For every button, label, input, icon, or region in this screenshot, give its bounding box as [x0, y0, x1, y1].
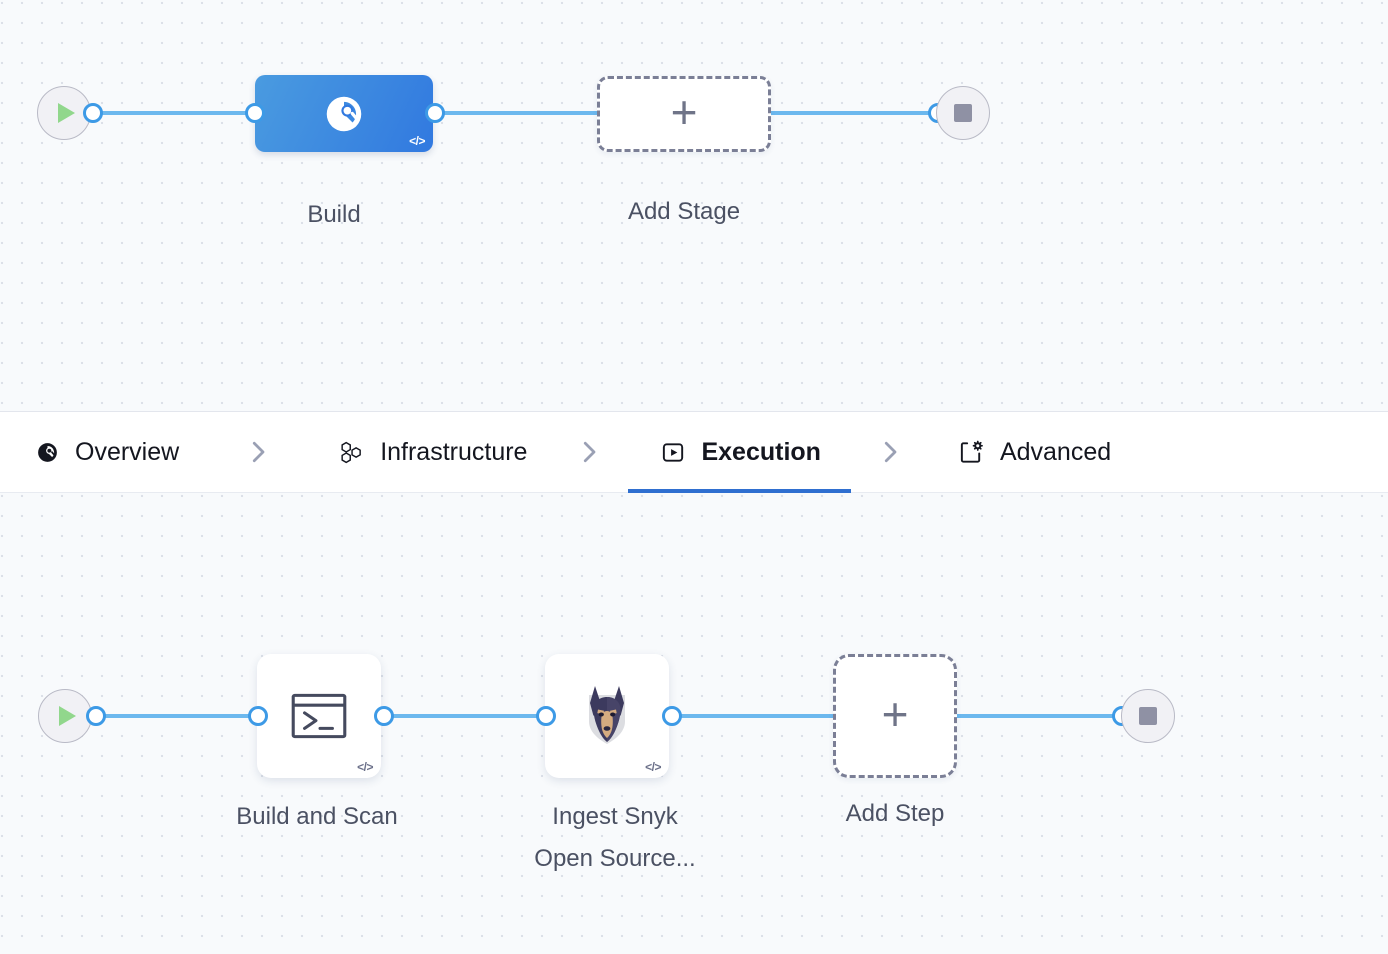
step-node-build-and-scan[interactable]: </> [257, 654, 381, 778]
step-canvas[interactable]: </> Build and Scan [0, 493, 1388, 954]
add-step-label: Add Step [845, 800, 945, 827]
hexagons-icon [337, 437, 367, 467]
play-box-icon [658, 437, 688, 467]
stage-start-node[interactable] [37, 86, 91, 140]
terminal-icon [291, 693, 347, 739]
play-icon [59, 706, 76, 726]
add-step-node[interactable]: + [833, 654, 957, 778]
step-label-ingest-snyk: Ingest Snyk Open Source... [534, 803, 696, 872]
tab-infrastructure[interactable]: Infrastructure [337, 411, 527, 493]
stage-build-output-port[interactable] [425, 103, 445, 123]
tab-execution[interactable]: Execution [628, 411, 852, 493]
tab-infrastructure-label: Infrastructure [380, 437, 528, 466]
build-gauge-icon [326, 96, 362, 131]
tab-advanced[interactable]: Advanced [957, 411, 1111, 493]
play-icon [58, 103, 75, 123]
gear-frame-icon [957, 437, 987, 467]
stage-label-build: Build [307, 201, 361, 228]
code-badge: </> [357, 760, 373, 774]
step-ingest-snyk-input-port[interactable] [536, 706, 556, 726]
tab-execution-label: Execution [701, 437, 821, 466]
plus-icon: + [881, 687, 909, 740]
stage-build-input-port[interactable] [245, 103, 265, 123]
wire-add-step-to-end [950, 714, 1128, 718]
wire-start-to-build-and-scan [76, 714, 256, 718]
code-badge: </> [409, 134, 425, 148]
tab-overview-label: Overview [75, 437, 180, 466]
wire-add-stage-to-end [762, 111, 947, 115]
chevron-right-icon [241, 435, 275, 469]
gauge-icon [32, 437, 62, 467]
stage-config-tabs: Overview Infrastructure [0, 411, 1388, 493]
step-build-and-scan-output-port[interactable] [374, 706, 394, 726]
stop-icon [1139, 707, 1157, 725]
step-node-ingest-snyk[interactable]: </> [545, 654, 669, 778]
step-end-node[interactable] [1121, 689, 1175, 743]
step-build-and-scan-input-port[interactable] [248, 706, 268, 726]
stage-canvas[interactable]: </> Build + Add Stage [0, 0, 1388, 411]
step-start-port[interactable] [86, 706, 106, 726]
step-label-build-and-scan: Build and Scan [236, 803, 398, 830]
wire-build-to-add-stage [428, 111, 608, 115]
stage-start-port[interactable] [83, 103, 103, 123]
stage-end-node[interactable] [936, 86, 990, 140]
plus-icon: + [670, 85, 698, 138]
stop-icon [954, 104, 972, 122]
add-stage-label: Add Stage [627, 198, 741, 225]
tab-overview[interactable]: Overview [32, 411, 179, 493]
chevron-right-icon [572, 435, 606, 469]
step-ingest-snyk-output-port[interactable] [662, 706, 682, 726]
stage-node-build[interactable]: </> [255, 75, 433, 152]
tab-advanced-label: Advanced [999, 437, 1112, 466]
code-badge: </> [645, 760, 661, 774]
wire-build-and-scan-to-ingest-snyk [382, 714, 548, 718]
chevron-right-icon [873, 435, 907, 469]
snyk-dog-icon [589, 686, 625, 744]
add-stage-node[interactable]: + [597, 76, 771, 152]
step-start-node[interactable] [38, 689, 92, 743]
wire-ingest-snyk-to-add-step [668, 714, 848, 718]
wire-start-to-build [72, 111, 262, 115]
